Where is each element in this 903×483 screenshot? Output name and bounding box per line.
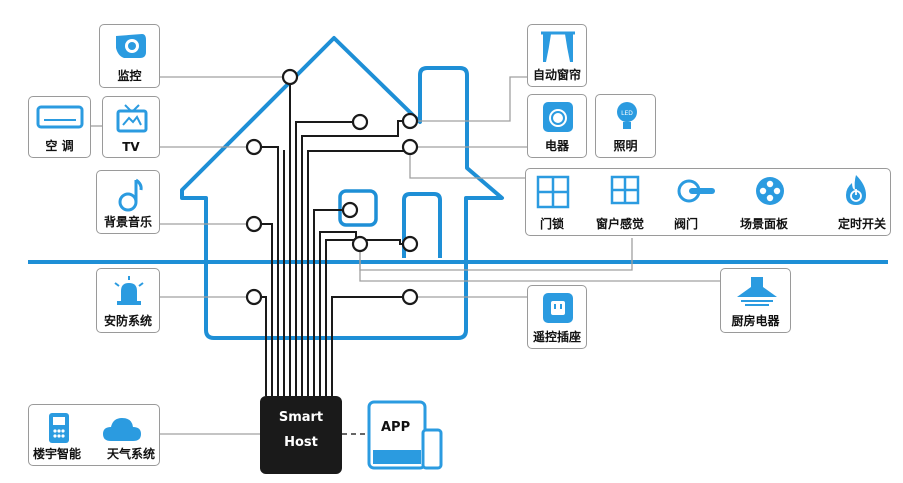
app-label: APP [381,420,411,435]
camera-icon [116,34,146,58]
kitchen-box: 厨房电器 [720,268,791,333]
valve-label: 阀门 [674,217,699,231]
security-box: 安防系统 [96,268,160,333]
tv-icon [116,104,148,133]
tv-label: TV [122,140,140,154]
ac-label: 空 调 [45,139,74,153]
house-window [338,189,378,227]
cloud-icon [103,418,141,441]
appliance-box: 电器 [527,94,587,158]
air-conditioner-icon [36,105,84,129]
music-label: 背景音乐 [103,215,152,229]
tablet-phone-icon [367,400,443,470]
washer-icon [543,102,573,132]
building-label: 楼宇智能 [33,447,82,461]
smart-host: Smart Host [260,396,342,474]
wire-nodes [245,68,419,306]
music-box: 背景音乐 [96,170,160,234]
window-grid-icon [610,175,640,205]
appliance-label: 电器 [544,139,569,153]
curtain-box: 自动窗帘 [527,24,587,87]
security-label: 安防系统 [103,314,152,328]
monitor-label: 监控 [117,69,142,83]
curtain-label: 自动窗帘 [532,68,581,82]
house-door [402,192,442,258]
curtain-icon [541,31,575,62]
weather-label: 天气系统 [106,447,155,461]
smart-host-line2: Host [284,435,318,450]
remote-socket-label: 遥控插座 [532,330,581,344]
remote-socket-box: 遥控插座 [527,285,587,349]
alarm-light-icon [114,276,144,305]
range-hood-icon [737,277,777,306]
scene-panel-label: 场景面板 [740,217,789,231]
smart-host-line1: Smart [278,410,324,425]
timer-switch-label: 定时开关 [837,217,886,231]
monitor-box: 监控 [99,24,160,88]
connector-lines [91,76,756,435]
lighting-box: LED 照明 [595,94,656,158]
scene-panel-icon [756,177,784,205]
music-note-icon [118,178,143,212]
door-lock-icon [536,175,570,209]
svg-text:LED: LED [621,110,633,117]
doorlock-label: 门锁 [540,217,565,231]
kitchen-label: 厨房电器 [731,314,780,328]
bulb-icon: LED [617,102,637,129]
ac-box: 空 调 [28,96,91,158]
lighting-label: 照明 [613,139,638,153]
socket-icon [543,293,573,323]
building-weather-box: 楼宇智能 天气系统 [28,404,160,466]
control-panel-box: 门锁 窗户感觉 阀门 场景面板 定时开关 [525,168,891,236]
house-outline [180,36,504,340]
building-panel-icon [49,413,69,443]
flame-power-icon [846,175,866,205]
tv-box: TV [102,96,160,158]
wire-bus [254,77,410,396]
valve-icon [677,179,715,203]
window-sense-label: 窗户感觉 [596,217,645,231]
